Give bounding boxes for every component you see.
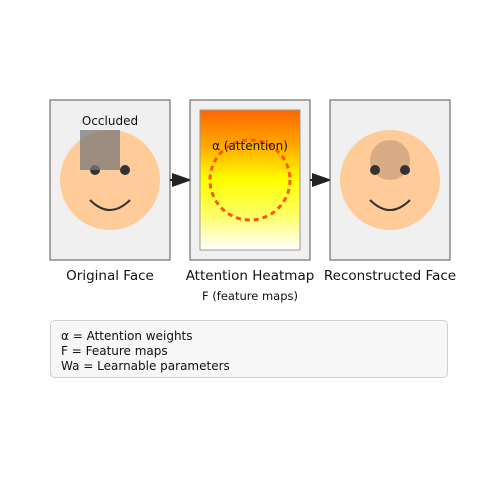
attention-heatmap-caption: Attention Heatmap [186,268,315,284]
heatmap-gradient [199,109,301,251]
legend-line-wa: Wa = Learnable parameters [61,359,230,373]
smile-mouth [89,199,131,211]
feature-maps-caption: F (feature maps) [202,289,298,303]
legend-box: α = Attention weights F = Feature maps W… [50,320,448,378]
occluded-label: Occluded [82,114,138,128]
right-eye [120,165,130,175]
reconstructed-face-panel [329,99,451,261]
original-face-panel: Occluded [49,99,171,261]
attention-heatmap-panel: α (attention) [189,99,311,261]
right-eye [400,165,410,175]
legend-line-f: F = Feature maps [61,344,168,358]
arrow-right-icon [170,173,192,187]
reconstructed-face-caption: Reconstructed Face [324,268,456,284]
left-eye [370,165,380,175]
original-face-caption: Original Face [66,268,154,284]
legend-line-alpha: α = Attention weights [61,329,193,343]
arrow-right-icon [310,173,332,187]
attention-label: α (attention) [212,139,288,153]
smile-mouth [369,199,411,211]
attention-circle [208,138,292,222]
occlusion-patch [80,130,120,170]
